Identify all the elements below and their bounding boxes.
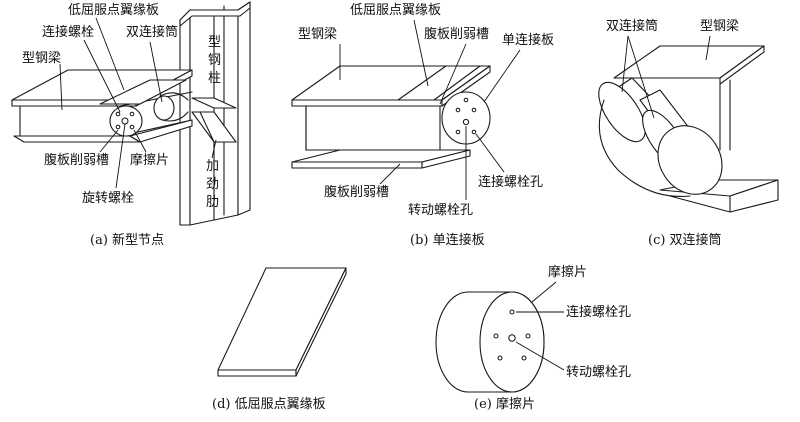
label-web-notch: 腹板削弱槽: [44, 152, 109, 168]
steel-column: [179, 1, 251, 226]
label-steel-beam: 型钢梁: [22, 51, 61, 66]
panel-d: (d) 低屈服点翼缘板: [212, 267, 347, 412]
label-web-notch-top: 腹板削弱槽: [424, 26, 489, 42]
label-rot-hole-e: 转动螺栓孔: [566, 365, 631, 380]
label-friction-plate: 摩擦片: [130, 152, 169, 168]
double-tube: [153, 92, 189, 122]
label-single-plate: 单连接板: [502, 32, 554, 48]
panel-c: 双连接筒 型钢梁 (c) 双连接筒: [598, 18, 779, 248]
label-column-2: 钢: [208, 53, 221, 68]
label-bolt-hole-b: 连接螺栓孔: [478, 174, 543, 190]
panel-b: 型钢梁 低屈服点翼缘板 腹板削弱槽 单连接板 腹板削弱槽 连接螺栓孔 转动螺栓孔…: [291, 3, 554, 248]
label-double-tube: 双连接筒: [126, 24, 178, 40]
label-steel-beam-b: 型钢梁: [298, 27, 337, 42]
flange-plate: [99, 79, 187, 105]
label-friction-plate-e: 摩擦片: [548, 264, 587, 280]
label-steel-beam-c: 型钢梁: [700, 19, 739, 34]
panel-e: 摩擦片 连接螺栓孔 转动螺栓孔 (e) 摩擦片: [435, 264, 631, 412]
steel-beam-c: [613, 45, 779, 213]
label-column-3: 柱: [208, 71, 221, 86]
caption-b: (b) 单连接板: [410, 232, 485, 248]
label-bolt-hole-e: 连接螺栓孔: [566, 304, 631, 320]
caption-c: (c) 双连接筒: [648, 232, 722, 248]
label-flange-plate: 低屈服点翼缘板: [68, 3, 159, 18]
label-connect-bolt: 连接螺栓: [42, 24, 94, 40]
label-stiffener-3: 肋: [206, 195, 219, 210]
panel-a: 低屈服点翼缘板 连接螺栓 双连接筒 型钢梁 型 钢 柱 腹板削弱槽 摩擦片 旋转…: [11, 1, 251, 248]
stiffener: [191, 97, 237, 143]
caption-d: (d) 低屈服点翼缘板: [212, 397, 326, 412]
friction-plate-e: [435, 291, 545, 393]
double-connect-tube: [598, 77, 723, 198]
caption-e: (e) 摩擦片: [474, 396, 535, 412]
friction-plate: [109, 105, 143, 137]
label-rotate-bolt: 旋转螺栓: [82, 191, 134, 206]
label-double-tube-c: 双连接筒: [606, 18, 658, 34]
label-rot-hole-b: 转动螺栓孔: [408, 203, 473, 218]
label-stiffener-2: 劲: [206, 177, 219, 192]
single-connect-plate: [441, 91, 491, 145]
flange-plate-b: [397, 65, 481, 101]
caption-a: (a) 新型节点: [90, 232, 164, 248]
label-column-1: 型: [208, 35, 221, 50]
flange-plate-d: [217, 267, 347, 371]
label-web-notch-bottom: 腹板削弱槽: [324, 184, 389, 200]
label-flange-plate-b: 低屈服点翼缘板: [350, 3, 441, 18]
label-stiffener-1: 加: [206, 159, 219, 174]
